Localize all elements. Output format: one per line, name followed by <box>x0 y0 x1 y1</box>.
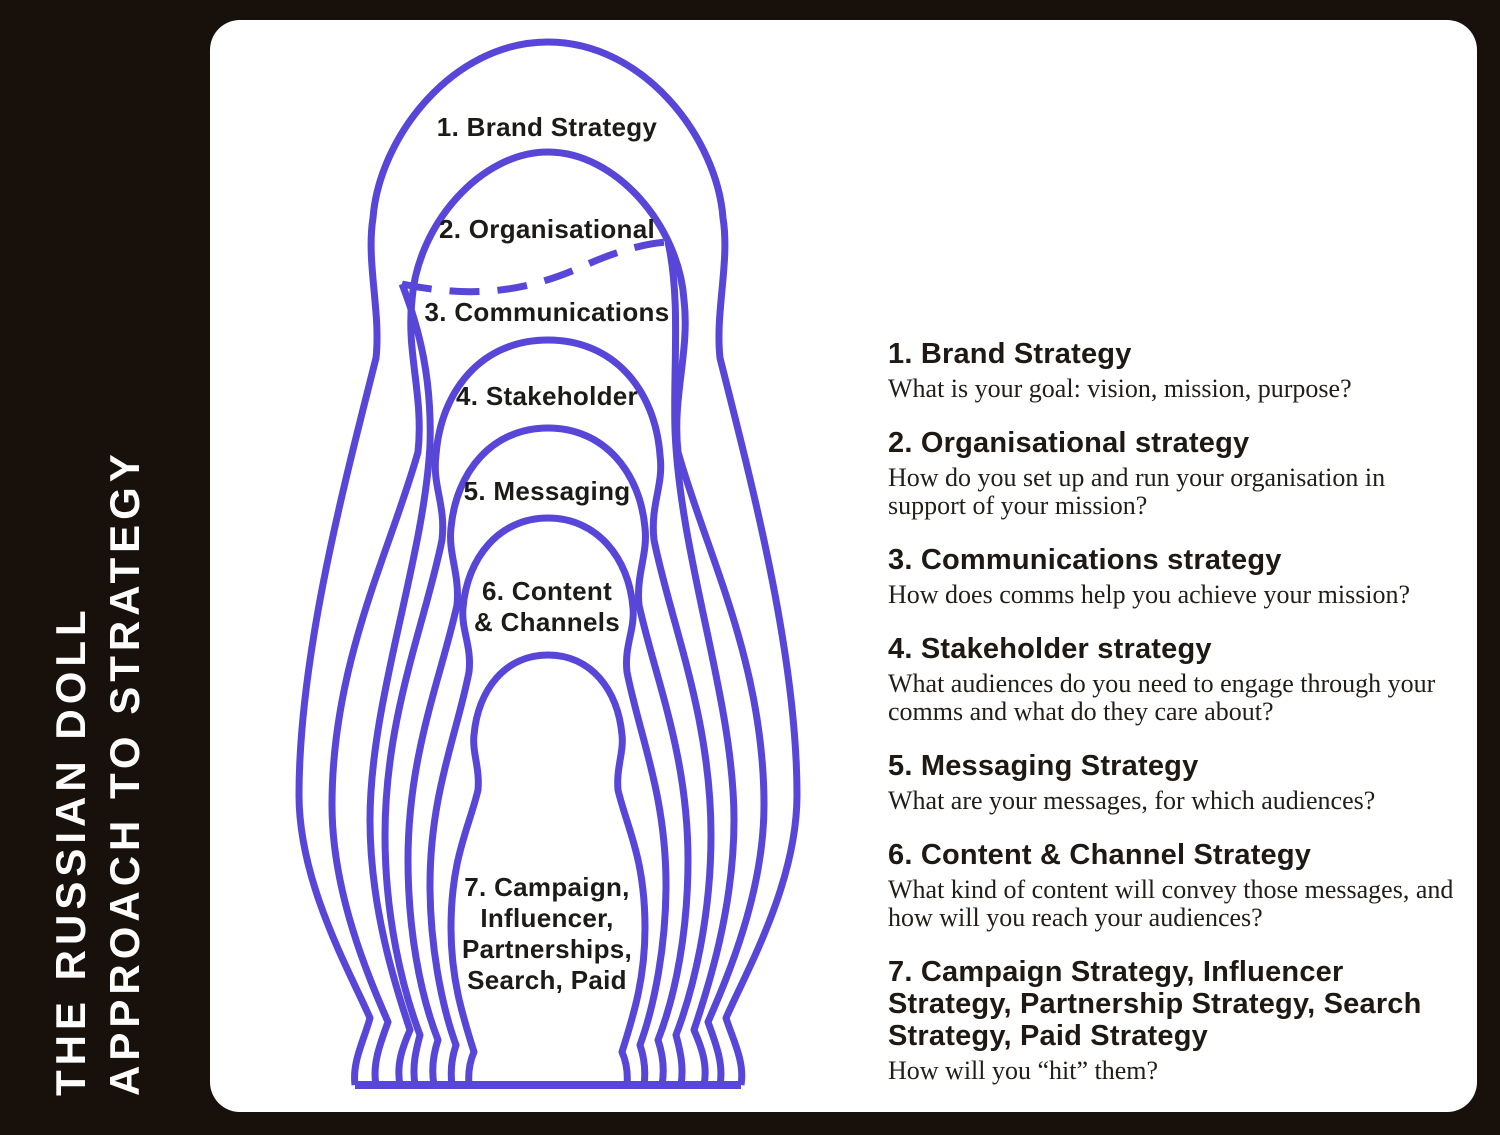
doll-label-6-line-1: 6. Content <box>481 576 613 606</box>
doll-label-7-line-2: Influencer, <box>480 903 614 933</box>
legend-item-7-heading: 7. Campaign Strategy, Influencer Strateg… <box>888 956 1422 1052</box>
doll-label-6-line-2: & Channels <box>473 607 621 637</box>
doll-label-4: 4. Stakeholder <box>456 381 638 412</box>
doll-label-7: 7. Campaign, Influencer, Partnerships, S… <box>462 872 632 996</box>
legend-item-7: 7. Campaign Strategy, Influencer Strateg… <box>888 956 1466 1085</box>
legend-item-1-heading: 1. Brand Strategy <box>888 338 1132 370</box>
doll-outline-7 <box>447 651 649 1086</box>
doll-label-2: 2. Organisational <box>439 214 655 245</box>
doll-label-4-text: 4. Stakeholder <box>456 381 638 411</box>
content-card <box>210 20 1477 1112</box>
legend-item-3-heading: 3. Communications strategy <box>888 544 1282 576</box>
legend-item-2-body: How do you set up and run your organisat… <box>888 463 1386 520</box>
doll-outline-2 <box>328 148 768 1086</box>
doll-label-7-line-3: Partnerships, <box>461 934 633 964</box>
doll-label-7-line-1: 7. Campaign, <box>464 872 630 902</box>
doll-label-3-text: 3. Communications <box>424 297 670 327</box>
doll-label-5: 5. Messaging <box>464 476 631 507</box>
legend-item-1: 1. Brand Strategy What is your goal: vis… <box>888 338 1466 403</box>
legend-item-5: 5. Messaging Strategy What are your mess… <box>888 750 1466 815</box>
legend-item-1-body: What is your goal: vision, mission, purp… <box>888 374 1352 403</box>
doll-label-2-text: 2. Organisational <box>438 214 656 244</box>
doll-outline-6 <box>426 514 670 1086</box>
legend-item-4-heading: 4. Stakeholder strategy <box>888 633 1212 665</box>
doll-outline-1 <box>295 38 801 1086</box>
legend-item-6-heading: 6. Content & Channel Strategy <box>888 839 1312 871</box>
legend: 1. Brand Strategy What is your goal: vis… <box>888 338 1466 1109</box>
doll-label-1: 1. Brand Strategy <box>437 112 657 143</box>
legend-item-3: 3. Communications strategy How does comm… <box>888 544 1466 609</box>
doll-outline-5 <box>404 424 692 1086</box>
doll-outline-3 <box>366 241 738 1086</box>
legend-item-6-body: What kind of content will convey those m… <box>888 875 1454 932</box>
doll-label-3: 3. Communications <box>425 297 670 328</box>
legend-item-4: 4. Stakeholder strategy What audiences d… <box>888 633 1466 726</box>
legend-item-5-body: What are your messages, for which audien… <box>888 786 1376 815</box>
legend-item-2-heading: 2. Organisational strategy <box>888 427 1250 459</box>
doll-label-7-line-4: Search, Paid <box>467 965 627 995</box>
doll-seam-dashed-line <box>401 238 669 296</box>
doll-label-5-text: 5. Messaging <box>463 476 631 506</box>
doll-outline-4 <box>381 336 715 1086</box>
doll-label-6: 6. Content & Channels <box>474 576 620 638</box>
legend-item-5-heading: 5. Messaging Strategy <box>888 750 1199 782</box>
legend-item-7-body: How will you “hit” them? <box>888 1056 1159 1085</box>
doll-label-1-text: 1. Brand Strategy <box>436 112 658 142</box>
legend-item-4-body: What audiences do you need to engage thr… <box>888 669 1436 726</box>
legend-item-6: 6. Content & Channel Strategy What kind … <box>888 839 1466 932</box>
legend-item-2: 2. Organisational strategy How do you se… <box>888 427 1466 520</box>
legend-item-3-body: How does comms help you achieve your mis… <box>888 580 1411 609</box>
